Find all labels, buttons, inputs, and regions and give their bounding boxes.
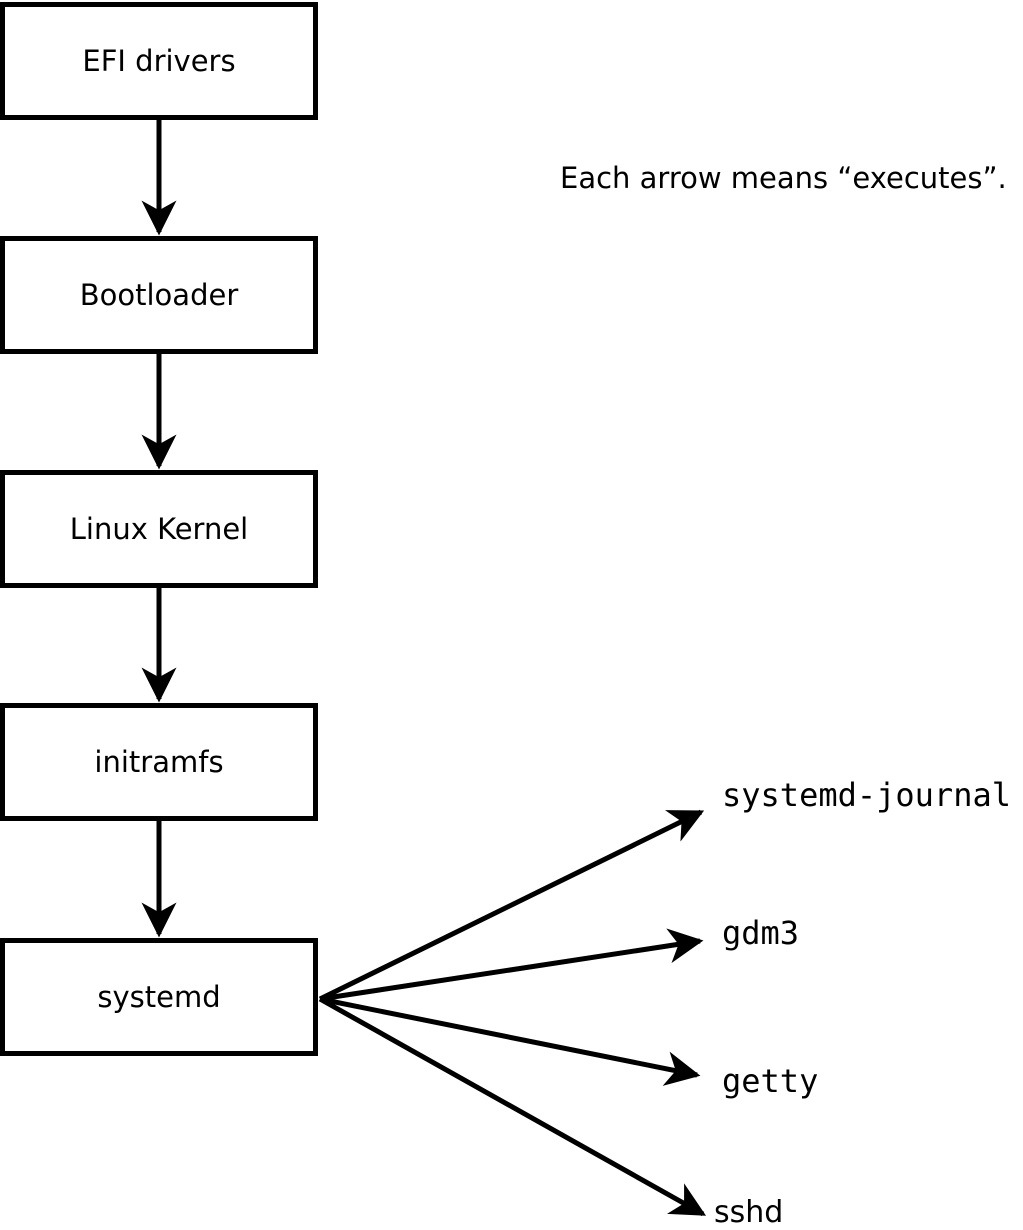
- arrow-systemd-to-sshd: [318, 996, 707, 1217]
- node-initramfs-label: initramfs: [94, 744, 224, 779]
- process-label-systemd-journal: systemd-journal: [722, 776, 1011, 814]
- node-efi-drivers: EFI drivers: [0, 2, 318, 120]
- node-bootloader-label: Bootloader: [79, 277, 239, 312]
- arrow-systemd-to-journal: [318, 809, 705, 1002]
- node-systemd: systemd: [0, 938, 318, 1056]
- arrow-systemd-to-getty: [319, 996, 701, 1086]
- node-systemd-label: systemd: [97, 979, 221, 1014]
- arrow-legend-note: Each arrow means “executes”.: [560, 161, 1007, 195]
- arrow-systemd-to-gdm3: [319, 928, 704, 1002]
- node-linux-kernel-label: Linux Kernel: [69, 511, 249, 546]
- process-label-sshd: sshd: [714, 1195, 784, 1230]
- process-label-gdm3: gdm3: [722, 914, 800, 952]
- node-efi-drivers-label: EFI drivers: [82, 43, 236, 78]
- node-bootloader: Bootloader: [0, 236, 318, 354]
- process-label-getty: getty: [722, 1062, 819, 1100]
- node-linux-kernel: Linux Kernel: [0, 470, 318, 588]
- node-initramfs: initramfs: [0, 703, 318, 821]
